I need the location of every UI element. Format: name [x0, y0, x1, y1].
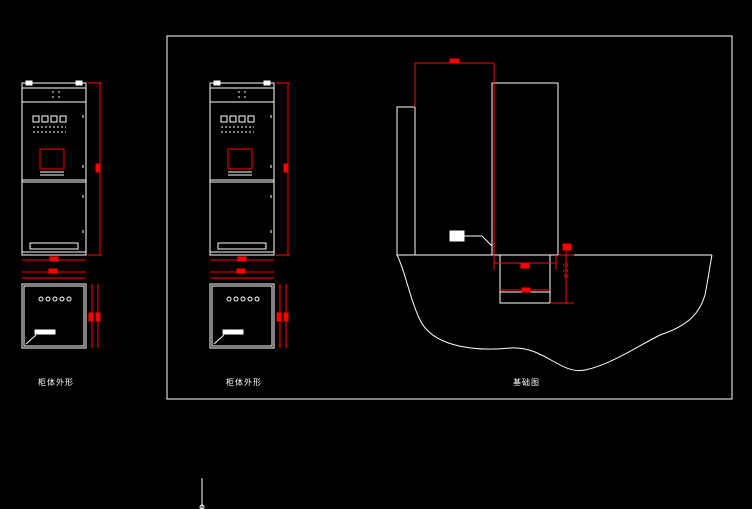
cabinet-front-view-2 — [209, 80, 275, 256]
cabinet-plan-1-dimensions — [22, 268, 101, 348]
cabinet-plan-2-dimensions — [210, 268, 289, 348]
crosshair-icon[interactable] — [199, 478, 205, 509]
cabinet-plan-view-2 — [209, 283, 275, 349]
cabinet-2-dimensions — [210, 82, 290, 262]
cabinet-outline-label-1: 柜体外形 — [38, 378, 74, 387]
drawing-frame — [166, 35, 733, 400]
foundation-dimensions — [414, 58, 574, 304]
cabinet-outline-label-2: 柜体外形 — [226, 378, 262, 387]
cabinet-1-dimensions — [22, 82, 102, 262]
foundation-structure — [396, 82, 713, 372]
cabinet-plan-view-1 — [21, 283, 87, 349]
foundation-drawing-label: 基础图 — [513, 378, 540, 387]
cabinet-front-view-1 — [21, 80, 87, 256]
foundation-dim-label: ø12 — [562, 261, 570, 278]
